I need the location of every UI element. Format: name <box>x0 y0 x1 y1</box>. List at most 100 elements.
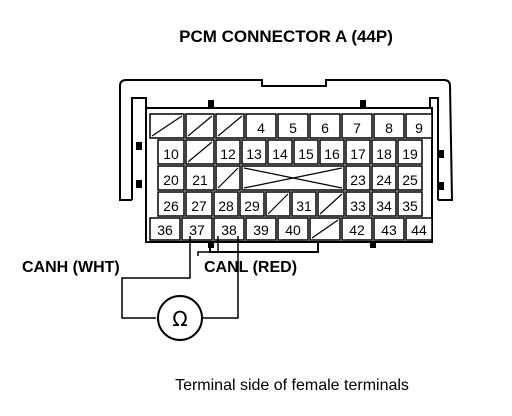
ohmmeter <box>157 295 203 341</box>
pin-label: 42 <box>349 222 365 238</box>
pin-6 <box>309 113 341 139</box>
canh-wire <box>121 236 191 319</box>
right-notch-bottom <box>438 182 444 190</box>
pin-label: 31 <box>296 198 312 214</box>
pin-4 <box>245 113 277 139</box>
pin-label: 44 <box>411 222 427 238</box>
pin-label: 37 <box>189 222 205 238</box>
pin-label: 26 <box>163 198 179 214</box>
pin-label: 14 <box>272 146 288 162</box>
pin-13 <box>241 139 267 165</box>
blank-slash <box>187 141 213 163</box>
pin-24 <box>371 165 397 191</box>
pin-40 <box>277 217 309 241</box>
pin-28 <box>213 191 239 217</box>
pin-19 <box>397 139 423 165</box>
pin-label: 34 <box>376 198 392 214</box>
pin-44 <box>405 217 433 241</box>
pin-16 <box>319 139 345 165</box>
pin-31 <box>291 191 317 217</box>
pin-label: 18 <box>376 146 392 162</box>
pin-label: 21 <box>192 172 208 188</box>
pin-43 <box>373 217 405 241</box>
pin-label: 38 <box>221 222 237 238</box>
pin-label: 43 <box>381 222 397 238</box>
pin-39 <box>245 217 277 241</box>
bottom-notch-left <box>208 242 214 248</box>
canl-lead <box>197 236 219 256</box>
pin-29 <box>239 191 265 217</box>
pin-label: 15 <box>298 146 314 162</box>
pin-10 <box>157 139 185 165</box>
pin-label: 6 <box>321 120 329 136</box>
bottom-notch-right <box>370 242 376 248</box>
pin-25 <box>397 165 423 191</box>
blank-slash <box>217 115 243 137</box>
pin-14 <box>267 139 293 165</box>
pin-label: 29 <box>244 198 260 214</box>
connector-housing <box>119 79 454 253</box>
left-notch-top <box>136 142 142 150</box>
pin-33 <box>345 191 371 217</box>
pin-label: 7 <box>353 120 361 136</box>
left-notch-bottom <box>136 180 142 188</box>
top-notch-right <box>360 100 366 108</box>
ohmmeter-circuit: Ω <box>121 236 239 341</box>
pin-37 <box>181 217 213 241</box>
pin-15 <box>293 139 319 165</box>
pin-20 <box>157 165 185 191</box>
pin-label: 5 <box>289 120 297 136</box>
canl-label: CANL (RED) <box>204 259 297 276</box>
pin-21 <box>185 165 215 191</box>
pin-17 <box>345 139 371 165</box>
pin-label: 17 <box>350 146 366 162</box>
caption: Terminal side of female terminals <box>175 377 409 394</box>
pin-label: 19 <box>402 146 418 162</box>
pin-label: 4 <box>257 120 265 136</box>
pin-label: 33 <box>350 198 366 214</box>
pin-label: 23 <box>350 172 366 188</box>
pin-label: 12 <box>220 146 236 162</box>
pin-label: 9 <box>415 120 423 136</box>
pin-27 <box>185 191 213 217</box>
canl-wire <box>202 236 239 319</box>
pin-label: 16 <box>324 146 340 162</box>
blank-slash <box>311 219 339 239</box>
pin-label: 27 <box>191 198 207 214</box>
pin-42 <box>341 217 373 241</box>
pin-label: 24 <box>376 172 392 188</box>
pin-38 <box>213 217 245 241</box>
blank-slash <box>151 115 183 137</box>
pin-18 <box>371 139 397 165</box>
pin-5 <box>277 113 309 139</box>
blank-slash <box>267 193 289 215</box>
pin-label: 20 <box>163 172 179 188</box>
ohm-icon: Ω <box>172 307 187 331</box>
canh-label: CANH (WHT) <box>22 259 120 276</box>
diagram-title: PCM CONNECTOR A (44P) <box>179 27 393 46</box>
pin-label: 10 <box>163 146 179 162</box>
pin-label: 13 <box>246 146 262 162</box>
pin-36 <box>149 217 181 241</box>
blank-slash <box>319 193 343 215</box>
pin-label: 8 <box>385 120 393 136</box>
pin-26 <box>157 191 185 217</box>
pin-7 <box>341 113 373 139</box>
pin-label: 40 <box>285 222 301 238</box>
top-notch-left <box>208 100 214 108</box>
pin-label: 35 <box>402 198 418 214</box>
pin-label: 39 <box>253 222 269 238</box>
pin-label: 28 <box>218 198 234 214</box>
pin-label: 36 <box>157 222 173 238</box>
blank-slash <box>187 115 213 137</box>
pin-label: 25 <box>402 172 418 188</box>
pin-8 <box>373 113 405 139</box>
blank-x-line <box>243 167 343 189</box>
pin-grid: 4 5 6 7 8 9 10 12 13 14 15 16 17 18 19 20 21 23 24 25 26 27 28… <box>149 113 433 241</box>
pin-34 <box>371 191 397 217</box>
pin-35 <box>397 191 423 217</box>
pin-23 <box>345 165 371 191</box>
pin-9 <box>405 113 433 139</box>
right-notch-top <box>438 150 444 158</box>
